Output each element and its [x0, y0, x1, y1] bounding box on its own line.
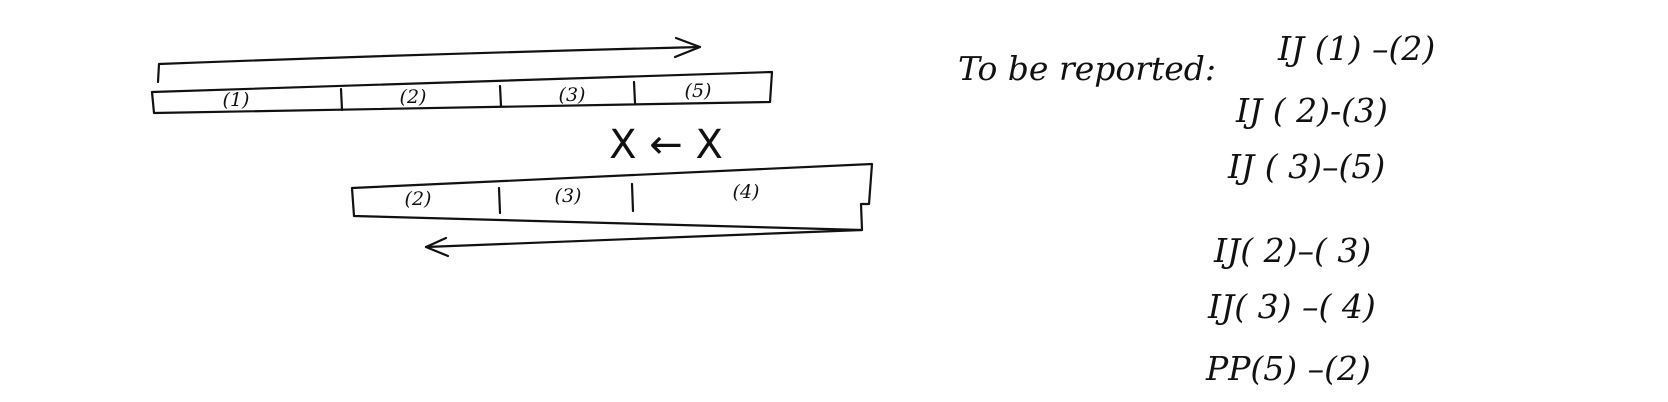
- note-line-3: IJ ( 3)–(5): [1227, 147, 1385, 186]
- note-line-6: PP(5) –(2): [1205, 349, 1371, 388]
- crossing-marker: X ← X: [609, 122, 723, 168]
- report-notes: To be reported: IJ (1) –(2) IJ ( 2)-(3) …: [958, 29, 1435, 388]
- top-segment-4: (5): [685, 80, 712, 102]
- note-line-5: IJ( 3) –( 4): [1207, 287, 1376, 326]
- top-segment-1: (1): [223, 89, 250, 111]
- bottom-strip: (2) (3) (4): [350, 162, 874, 232]
- top-direction-arrow: [156, 36, 702, 84]
- top-strip: (1) (2) (3) (5): [150, 70, 774, 115]
- bottom-segment-3: (4): [733, 181, 760, 203]
- bottom-segment-1: (2): [405, 188, 432, 210]
- note-line-2: IJ ( 2)-(3): [1235, 91, 1388, 130]
- bottom-direction-arrow: [424, 228, 864, 258]
- note-line-4: IJ( 2)–( 3): [1213, 231, 1371, 270]
- note-line-1: IJ (1) –(2): [1277, 29, 1435, 68]
- top-segment-3: (3): [559, 84, 586, 106]
- notes-heading: To be reported:: [958, 49, 1216, 88]
- top-segment-2: (2): [400, 86, 427, 108]
- bottom-segment-2: (3): [555, 185, 582, 207]
